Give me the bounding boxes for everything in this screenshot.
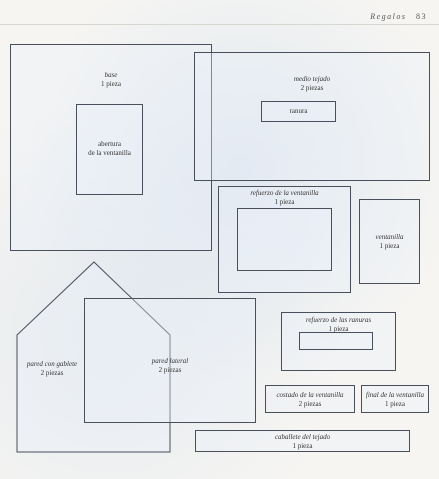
piece-window-end: final de la ventanilla 1 pieza [361,385,429,413]
piece-window-end-qty: 1 pieza [384,400,405,408]
piece-slot-name: ranura [289,107,308,115]
piece-side-wall: pared lateral 2 piezas [84,298,256,423]
piece-window-reinforcement-name: refuerzo de la ventanilla [250,189,319,197]
piece-slot-reinforcement-qty: 1 pieza [328,325,349,333]
piece-window: ventanilla 1 pieza [359,199,420,284]
piece-window-opening-line2: de la ventanilla [88,149,131,157]
piece-slot: ranura [261,101,336,122]
piece-roof-ridge-qty: 1 pieza [292,442,313,450]
piece-window-reinforcement: refuerzo de la ventanilla 1 pieza [218,186,351,293]
piece-window-opening-line1: abertura [98,140,121,148]
piece-gable-wall-label: pared con gablete 2 piezas [17,360,87,378]
piece-base-qty: 1 pieza [100,80,121,88]
piece-slot-reinforcement-inner [299,332,373,350]
header-title: Regalos [370,12,407,21]
piece-roof-ridge-name: caballete del tejado [274,433,331,441]
piece-window-side: costado de la ventanilla 2 piezas [265,385,355,413]
piece-slot-reinforcement: refuerzo de las ranuras 1 pieza [281,312,396,371]
header-rule [0,24,439,25]
piece-half-roof-qty: 2 piezas [300,84,324,92]
page-number: 83 [416,12,427,21]
piece-gable-wall-name: pared con gablete [26,360,78,368]
piece-roof-ridge: caballete del tejado 1 pieza [195,430,410,452]
piece-window-name: ventanilla [375,233,404,241]
piece-window-side-qty: 2 piezas [298,400,322,408]
page-header: Regalos 83 [370,12,427,21]
piece-half-roof: medio tejado 2 piezas [194,52,430,181]
piece-side-wall-name: pared lateral [151,357,189,365]
piece-slot-reinforcement-name: refuerzo de las ranuras [305,316,372,324]
piece-window-reinforcement-inner [237,208,332,271]
piece-window-qty: 1 pieza [379,242,400,250]
piece-half-roof-name: medio tejado [293,75,331,83]
piece-window-opening: abertura de la ventanilla [76,104,143,195]
piece-window-side-name: costado de la ventanilla [276,391,344,399]
piece-window-end-name: final de la ventanilla [365,391,425,399]
piece-base: base 1 pieza [10,44,212,251]
piece-base-name: base [104,71,118,79]
piece-side-wall-qty: 2 piezas [158,366,182,374]
gable-wall-shape [16,261,171,453]
piece-gable-wall-qty: 2 piezas [40,369,64,377]
piece-window-reinforcement-qty: 1 pieza [274,198,295,206]
